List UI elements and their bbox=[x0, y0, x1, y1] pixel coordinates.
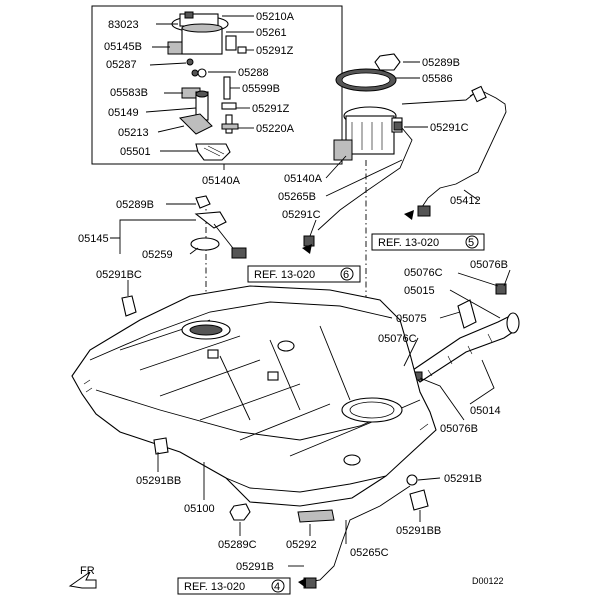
front-arrow-icon bbox=[68, 571, 97, 589]
part-label-05076C-top: 05076C bbox=[404, 267, 443, 279]
part-label-05149: 05149 bbox=[108, 107, 139, 119]
part-label-05259: 05259 bbox=[142, 249, 173, 261]
part-label-83023: 83023 bbox=[108, 19, 139, 31]
part-label-05599B: 05599B bbox=[242, 83, 280, 95]
part-label-05291Z-a: 05291Z bbox=[256, 45, 294, 57]
part-label-05100: 05100 bbox=[184, 503, 215, 515]
fuel-tube-05265B bbox=[317, 127, 413, 231]
filler-neck-05014 bbox=[399, 283, 520, 383]
part-label-05288: 05288 bbox=[238, 67, 269, 79]
vent-tube-connector-line bbox=[401, 91, 477, 105]
part-label-05291B-right: 05291B bbox=[444, 473, 482, 485]
sender-unit-05145 bbox=[190, 195, 247, 259]
ref-box-6-number: 6 bbox=[343, 269, 349, 281]
vent-tube-05412 bbox=[419, 89, 507, 211]
part-label-05076C-mid: 05076C bbox=[378, 333, 417, 345]
part-label-05289B-left: 05289B bbox=[116, 199, 154, 211]
ref-box-4-text: REF. 13-020 bbox=[184, 581, 245, 593]
part-label-05289C: 05289C bbox=[218, 539, 257, 551]
part-label-05076B-bot: 05076B bbox=[440, 423, 478, 435]
part-label-05289B-top: 05289B bbox=[422, 57, 460, 69]
part-label-05265B: 05265B bbox=[278, 191, 316, 203]
part-label-05213: 05213 bbox=[118, 127, 149, 139]
part-label-05287: 05287 bbox=[106, 59, 137, 71]
part-label-05291BB-left: 05291BB bbox=[136, 475, 181, 487]
part-labels: 83023 05210A 05261 05145B 05291Z 05287 0… bbox=[78, 11, 508, 586]
leader-lines bbox=[110, 61, 511, 567]
part-label-05291Z-b: 05291Z bbox=[252, 103, 290, 115]
pump-detail-parts bbox=[167, 11, 247, 161]
part-label-05583B: 05583B bbox=[110, 87, 148, 99]
part-label-05292: 05292 bbox=[286, 539, 317, 551]
part-label-05291C-mid: 05291C bbox=[282, 209, 321, 221]
fuel-tube-05265C bbox=[307, 485, 411, 583]
ref-box-5-number: 5 bbox=[468, 237, 474, 249]
ref-box-6-text: REF. 13-020 bbox=[254, 269, 315, 281]
part-label-05140A-box: 05140A bbox=[202, 175, 241, 187]
part-label-05291BC: 05291BC bbox=[96, 269, 142, 281]
part-label-05076B-top: 05076B bbox=[470, 259, 508, 271]
part-label-05075: 05075 bbox=[396, 313, 427, 325]
pump-detail-leaders bbox=[145, 15, 254, 152]
part-label-05015: 05015 bbox=[404, 285, 435, 297]
part-label-05145: 05145 bbox=[78, 233, 109, 245]
part-label-05210A: 05210A bbox=[256, 11, 295, 23]
part-label-05220A: 05220A bbox=[256, 123, 295, 135]
part-label-05501: 05501 bbox=[120, 146, 151, 158]
ref-box-5: REF. 13-020 5 bbox=[371, 233, 485, 251]
part-label-05140A: 05140A bbox=[284, 173, 323, 185]
part-label-05291BB-right: 05291BB bbox=[396, 525, 441, 537]
part-label-05412: 05412 bbox=[450, 195, 481, 207]
part-label-05014: 05014 bbox=[470, 405, 501, 417]
fuel-tank-05100 bbox=[71, 285, 437, 507]
ref-box-6: REF. 13-020 6 bbox=[247, 265, 361, 283]
loose-clips bbox=[121, 295, 429, 523]
pump-module-upper bbox=[333, 53, 403, 161]
part-label-05261: 05261 bbox=[256, 27, 287, 39]
front-direction-label: FR bbox=[80, 565, 95, 577]
ref-box-4-number: 4 bbox=[274, 581, 280, 593]
part-label-05291C-top: 05291C bbox=[430, 122, 469, 134]
part-label-05265C: 05265C bbox=[350, 547, 389, 559]
ref-box-4: REF. 13-020 4 bbox=[177, 577, 291, 595]
part-label-05291B-bot: 05291B bbox=[236, 561, 274, 573]
part-label-05586: 05586 bbox=[422, 73, 453, 85]
ref-box-5-text: REF. 13-020 bbox=[378, 237, 439, 249]
diagram-id: D00122 bbox=[472, 576, 504, 586]
ref-arrows bbox=[298, 210, 414, 588]
part-label-05145B: 05145B bbox=[104, 41, 142, 53]
